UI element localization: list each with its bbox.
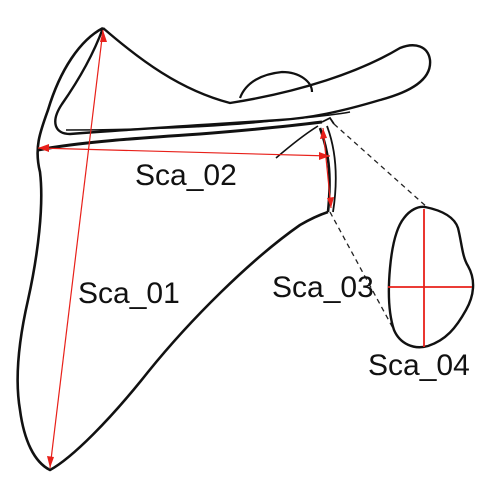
glenoid-tip [321,116,335,125]
projection-line-bottom [329,211,395,331]
sca-03-measure-line [322,127,332,209]
sca-01-measure-line [49,29,104,469]
label-sca-03: Sca_03 [272,271,374,304]
sca-03-arrowhead-bottom [327,197,334,208]
sca-01-arrowhead-top [100,30,107,42]
projection-line-top [333,123,429,209]
glenoid-cross-section [387,205,475,349]
scapular-spine-outline [54,27,432,136]
sca-03-arrowhead-top [320,128,327,139]
coracoid-process [238,70,314,99]
label-sca-02: Sca_02 [135,159,237,192]
spine-inner-line [65,111,351,131]
glenoid-notch [275,125,319,159]
scapula-body-outline [16,26,329,472]
spine-lower-edge [37,120,323,152]
sca-01-arrowhead-bottom [47,456,54,468]
lateral-border-inner [326,125,337,213]
label-sca-04: Sca_04 [368,349,470,382]
sca-02-measure-line [37,147,331,157]
sca-02-arrowhead-right [319,152,330,160]
sca-02-arrowhead-left [38,144,49,152]
label-sca-01: Sca_01 [78,277,180,310]
